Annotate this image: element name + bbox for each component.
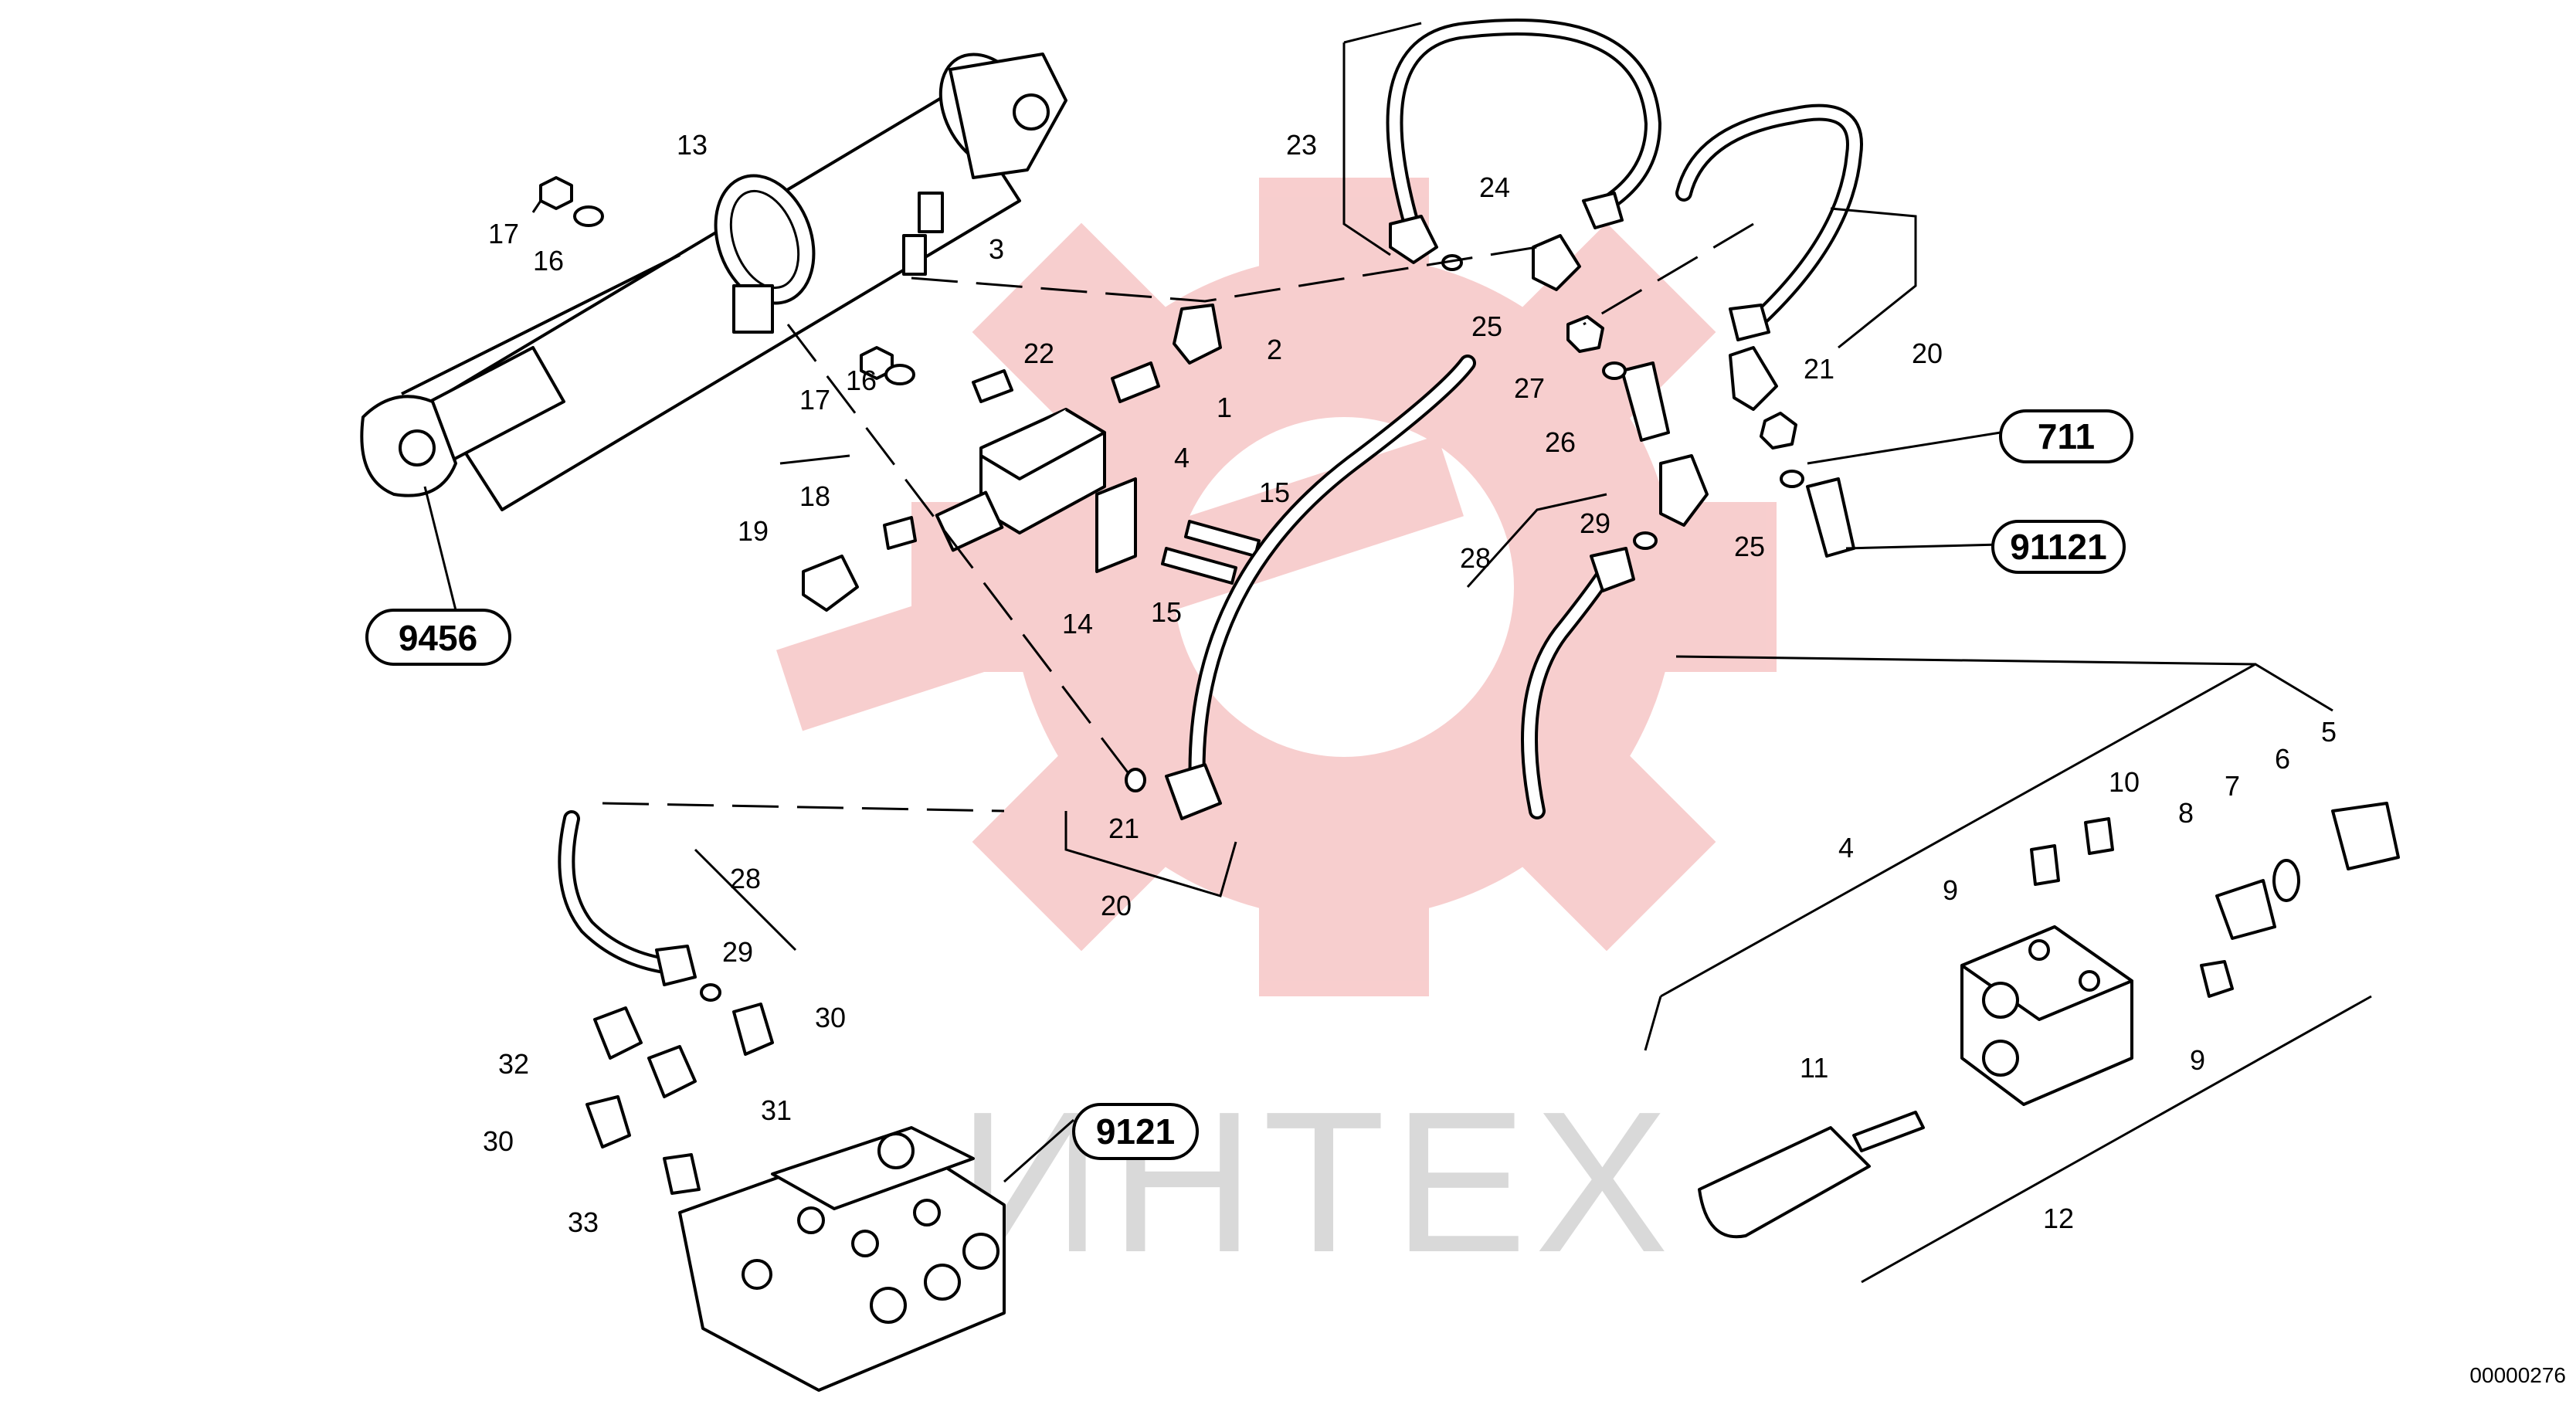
label-29b: 29	[722, 936, 753, 968]
label-15: 15	[1259, 477, 1290, 508]
label-30: 30	[815, 1002, 846, 1033]
label-7: 7	[2225, 770, 2240, 802]
label-3: 3	[989, 233, 1004, 265]
label-28: 28	[1460, 542, 1491, 574]
label-1: 1	[1217, 392, 1232, 423]
watermark-gear-logo	[776, 178, 1777, 996]
hose-20-right	[1675, 103, 1863, 341]
callout-9456[interactable]: 9456	[365, 609, 511, 666]
label-4b: 4	[1838, 832, 1854, 863]
label-4: 4	[1174, 442, 1190, 473]
callout-9121[interactable]: 9121	[1072, 1103, 1199, 1160]
label-9: 9	[1943, 874, 1958, 906]
callout-91121[interactable]: 91121	[1991, 520, 2126, 574]
clamp-bracket	[714, 174, 816, 334]
connection-lines	[602, 222, 1754, 813]
label-17b: 17	[799, 384, 830, 416]
callout-9121-label: 9121	[1096, 1111, 1175, 1152]
label-12: 12	[2043, 1203, 2074, 1234]
hose-20-center	[1165, 355, 1476, 820]
label-19: 19	[738, 515, 769, 547]
label-30b: 30	[483, 1125, 514, 1157]
label-15b: 15	[1151, 596, 1182, 628]
label-18: 18	[799, 480, 830, 512]
part-labels: 1 2 3 4 4 5 6 7 8 9 9 10 11 12 13 14 15 …	[483, 129, 2337, 1238]
callout-91121-label: 91121	[2010, 527, 2106, 567]
label-9b: 9	[2190, 1044, 2205, 1076]
label-29: 29	[1580, 507, 1610, 539]
hose-23	[1386, 19, 1662, 264]
label-26: 26	[1545, 426, 1576, 458]
label-16b: 16	[846, 365, 877, 396]
label-33: 33	[568, 1206, 599, 1238]
label-24: 24	[1479, 171, 1510, 203]
label-25: 25	[1471, 310, 1502, 342]
label-8: 8	[2178, 797, 2194, 829]
label-23: 23	[1286, 129, 1317, 161]
label-17: 17	[488, 218, 519, 249]
watermark-text: ИНТЕХ	[958, 1070, 1676, 1294]
label-20b: 20	[1101, 890, 1132, 921]
hose-28-lower	[558, 810, 697, 986]
label-13: 13	[677, 129, 708, 161]
label-5: 5	[2321, 716, 2337, 748]
label-6: 6	[2275, 743, 2290, 775]
label-14: 14	[1062, 608, 1093, 640]
leader-lines	[423, 22, 2372, 1284]
label-28b: 28	[730, 863, 761, 894]
label-20: 20	[1912, 338, 1943, 369]
label-21: 21	[1804, 353, 1834, 385]
fittings-lower-left	[585, 1003, 774, 1195]
label-2: 2	[1267, 334, 1282, 365]
elbow-fittings-right	[700, 234, 1855, 1002]
control-valve	[678, 1126, 1006, 1392]
label-21b: 21	[1108, 813, 1139, 844]
callout-711-label: 711	[2038, 416, 2095, 456]
distribution-block	[802, 304, 1261, 612]
label-31: 31	[761, 1094, 792, 1126]
hydraulic-cylinder	[360, 53, 1067, 511]
small-fittings-left	[539, 176, 927, 385]
label-27: 27	[1514, 372, 1545, 404]
label-10: 10	[2109, 766, 2140, 798]
hose-28-center	[1521, 547, 1635, 819]
callout-711[interactable]: 711	[1999, 409, 2133, 463]
valve-section	[1698, 802, 2400, 1239]
label-16: 16	[533, 245, 564, 277]
label-25b: 25	[1734, 531, 1765, 562]
callout-9456-label: 9456	[399, 618, 477, 658]
label-22: 22	[1023, 338, 1054, 369]
label-11: 11	[1800, 1052, 1828, 1084]
document-number: 00000276	[2469, 1363, 2566, 1387]
label-32: 32	[498, 1048, 529, 1080]
